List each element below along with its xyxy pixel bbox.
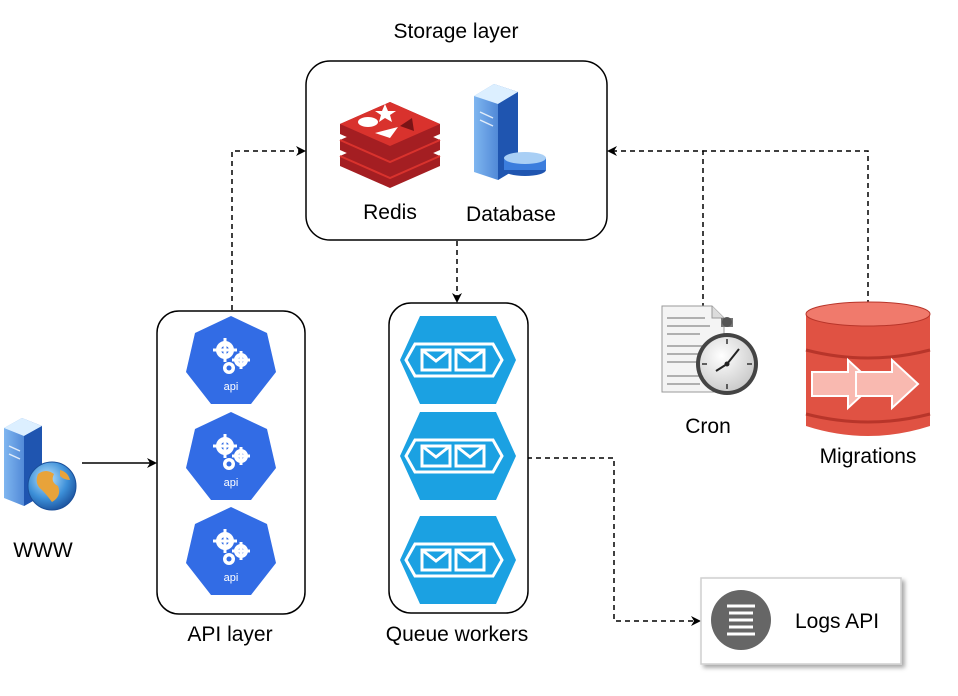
- database-icon: [474, 84, 546, 180]
- database-label: Database: [466, 203, 556, 226]
- www-icon: [4, 418, 77, 511]
- api-icon-text: api: [224, 572, 239, 584]
- connector-queue-to-logs: [527, 457, 701, 626]
- connector-cron-to-storage: [607, 146, 704, 308]
- api-icon: api: [184, 505, 278, 597]
- queue-icon: [398, 410, 518, 502]
- api-icon-text: api: [224, 477, 239, 489]
- storage-layer-box: [305, 60, 608, 241]
- migrations-icon: [805, 301, 931, 436]
- api-layer: api api api API layer: [156, 310, 306, 646]
- logs-icon: [711, 590, 771, 650]
- cron-label: Cron: [685, 415, 731, 438]
- queue-workers-title: Queue workers: [386, 623, 528, 646]
- connector-api-to-storage: [231, 146, 306, 310]
- queue-icon: [398, 514, 518, 606]
- connector-migrations-to-storage: [703, 150, 869, 305]
- logs-api-label: Logs API: [795, 610, 879, 633]
- api-icon-text: api: [224, 381, 239, 393]
- cron-icon: [661, 305, 758, 395]
- queue-workers: Queue workers: [386, 302, 529, 646]
- redis-label: Redis: [363, 201, 417, 224]
- redis-icon: [339, 102, 441, 188]
- logs-api: Logs API: [700, 577, 902, 665]
- storage-layer: Storage layer Redis Database: [305, 20, 608, 241]
- storage-layer-title: Storage layer: [394, 20, 519, 43]
- queue-icon: [398, 314, 518, 406]
- api-icon: api: [184, 314, 278, 406]
- connectors: [82, 146, 869, 626]
- api-layer-title: API layer: [187, 623, 272, 646]
- api-icon: api: [184, 410, 278, 502]
- migrations-label: Migrations: [820, 445, 917, 468]
- www-label: WWW: [13, 539, 73, 562]
